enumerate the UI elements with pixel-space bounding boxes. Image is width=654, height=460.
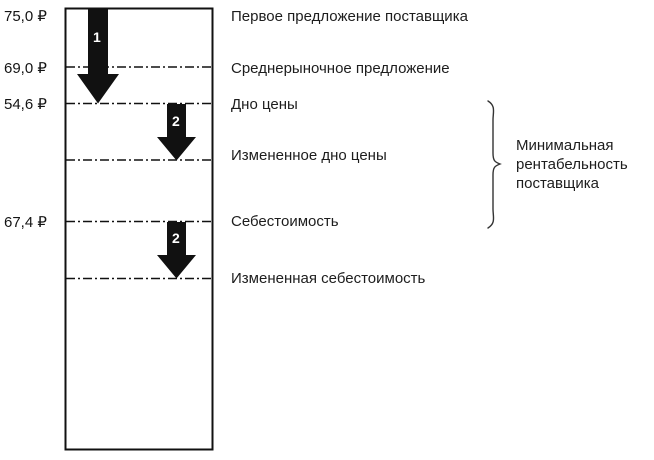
arrow-1-shape: [77, 8, 119, 104]
price-label-cost-price: 67,4 ₽: [4, 214, 47, 231]
arrow-1-number: 1: [93, 29, 101, 45]
level-label-cost-price: Себестоимость: [231, 213, 339, 230]
min-profitability-brace-icon: [487, 100, 502, 229]
arrow-3-number: 2: [172, 230, 180, 246]
arrow-3-shape: [157, 222, 196, 279]
price-label-market-average: 69,0 ₽: [4, 60, 47, 77]
price-label-first-offer: 75,0 ₽: [4, 8, 47, 25]
arrow-2-shape: [157, 104, 196, 161]
level-label-changed-cost-price: Измененная себестоимость: [231, 270, 426, 287]
min-profitability-label: Минимальная рентабельность поставщика: [516, 137, 628, 192]
level-label-price-floor: Дно цены: [231, 96, 298, 113]
level-label-market-average: Среднерыночное предложение: [231, 60, 450, 77]
level-label-changed-price-floor: Измененное дно цены: [231, 147, 387, 164]
arrow-2-number: 2: [172, 113, 180, 129]
price-label-price-floor: 54,6 ₽: [4, 96, 47, 113]
level-label-first-offer: Первое предложение поставщика: [231, 8, 468, 25]
